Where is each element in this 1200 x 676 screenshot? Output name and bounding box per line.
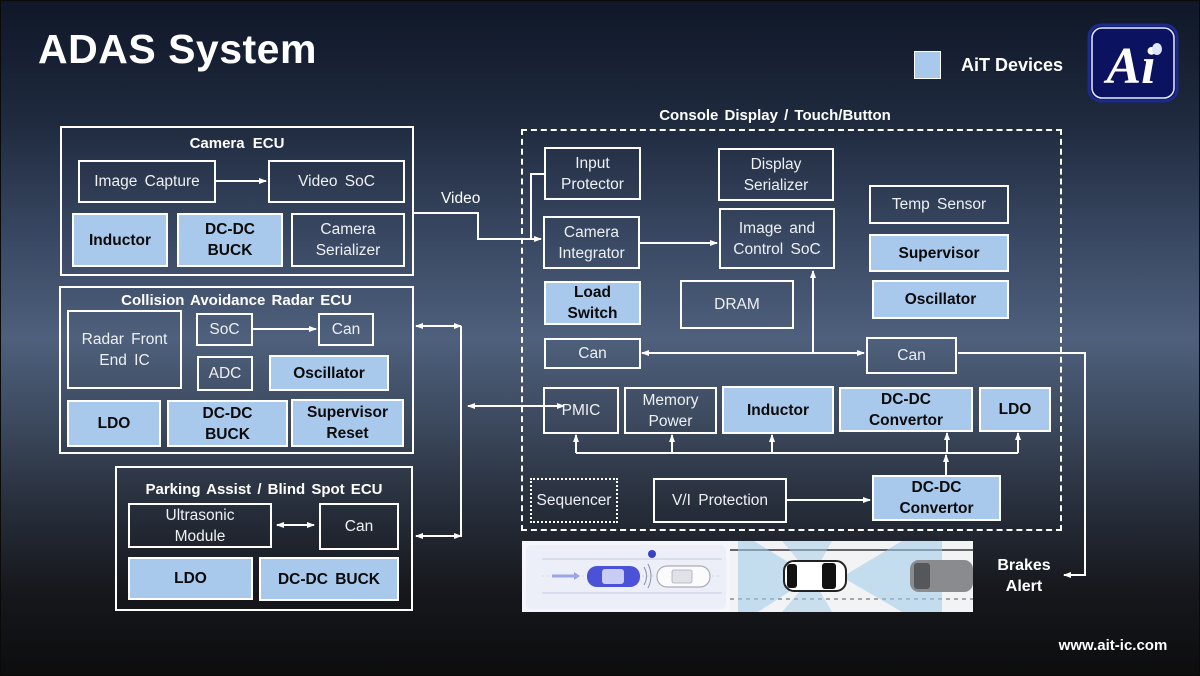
camera-serializer-block: Camera Serializer	[291, 213, 405, 267]
console-dcdc-convertor-top-block: DC-DC Convertor	[839, 387, 973, 432]
radar-dcdc-buck-block: DC-DC BUCK	[167, 400, 288, 447]
vi-protection-block: V/I Protection	[653, 478, 787, 523]
console-oscillator-block: Oscillator	[872, 280, 1009, 319]
input-protector-block: Input Protector	[544, 147, 641, 200]
console-supervisor-block: Supervisor	[869, 234, 1009, 272]
dram-block: DRAM	[680, 280, 794, 329]
console-can-right-block: Can	[866, 337, 957, 374]
radar-adc-block: ADC	[197, 356, 253, 391]
adas-cars-illustration-icon	[522, 541, 973, 612]
radar-front-end-block: Radar Front End IC	[67, 310, 182, 389]
website-link[interactable]: www.ait-ic.com	[1058, 637, 1168, 654]
camera-inductor-block: Inductor	[72, 213, 168, 267]
legend-swatch-icon	[914, 51, 941, 79]
radar-oscillator-block: Oscillator	[269, 355, 389, 391]
camera-integrator-block: Camera Integrator	[543, 216, 640, 269]
ultrasonic-module-block: Ultrasonic Module	[128, 503, 272, 548]
radar-supervisor-reset-block: Supervisor Reset	[291, 399, 404, 447]
camera-dcdc-buck-block: DC-DC BUCK	[177, 213, 283, 267]
console-inductor-block: Inductor	[722, 386, 834, 434]
sequencer-block: Sequencer	[530, 478, 618, 523]
parking-can-block: Can	[319, 503, 399, 550]
console-panel	[521, 129, 1062, 531]
parking-ecu-title: Parking Assist / Blind Spot ECU	[145, 481, 383, 498]
console-can-left-block: Can	[544, 338, 641, 369]
image-capture-block: Image Capture	[78, 160, 216, 203]
parking-dcdc-buck-block: DC-DC BUCK	[259, 557, 399, 601]
camera-ecu-title: Camera ECU	[189, 135, 285, 152]
load-switch-block: Load Switch	[544, 281, 641, 325]
legend-label: AiT Devices	[961, 55, 1064, 75]
pmic-block: PMIC	[543, 387, 619, 434]
memory-power-block: Memory Power	[624, 387, 717, 434]
brakes-alert-label: Brakes Alert	[997, 557, 1051, 595]
console-title: Console Display / Touch/Button	[659, 107, 891, 124]
ait-logo-icon: Ai	[1087, 23, 1179, 103]
radar-can-block: Can	[318, 313, 374, 346]
video-soc-block: Video SoC	[268, 160, 405, 203]
logo-text: Ai	[1103, 38, 1156, 95]
parking-ecu-panel: Parking Assist / Blind Spot ECU	[115, 466, 413, 611]
radar-ecu-panel: Collision Avoidance Radar ECU	[59, 286, 414, 454]
radar-soc-block: SoC	[196, 313, 253, 346]
camera-ecu-panel: Camera ECU	[60, 126, 414, 276]
radar-ecu-title: Collision Avoidance Radar ECU	[121, 292, 352, 309]
image-control-soc-block: Image and Control SoC	[719, 208, 835, 269]
radar-ldo-block: LDO	[67, 400, 161, 447]
page-title: ADAS System	[38, 26, 317, 72]
video-connection-label: Video	[441, 190, 481, 207]
console-ldo-block: LDO	[979, 387, 1051, 432]
display-serializer-block: Display Serializer	[718, 148, 834, 201]
console-dcdc-convertor-bottom-block: DC-DC Convertor	[872, 475, 1001, 521]
temp-sensor-block: Temp Sensor	[869, 185, 1009, 224]
parking-ldo-block: LDO	[128, 557, 253, 600]
